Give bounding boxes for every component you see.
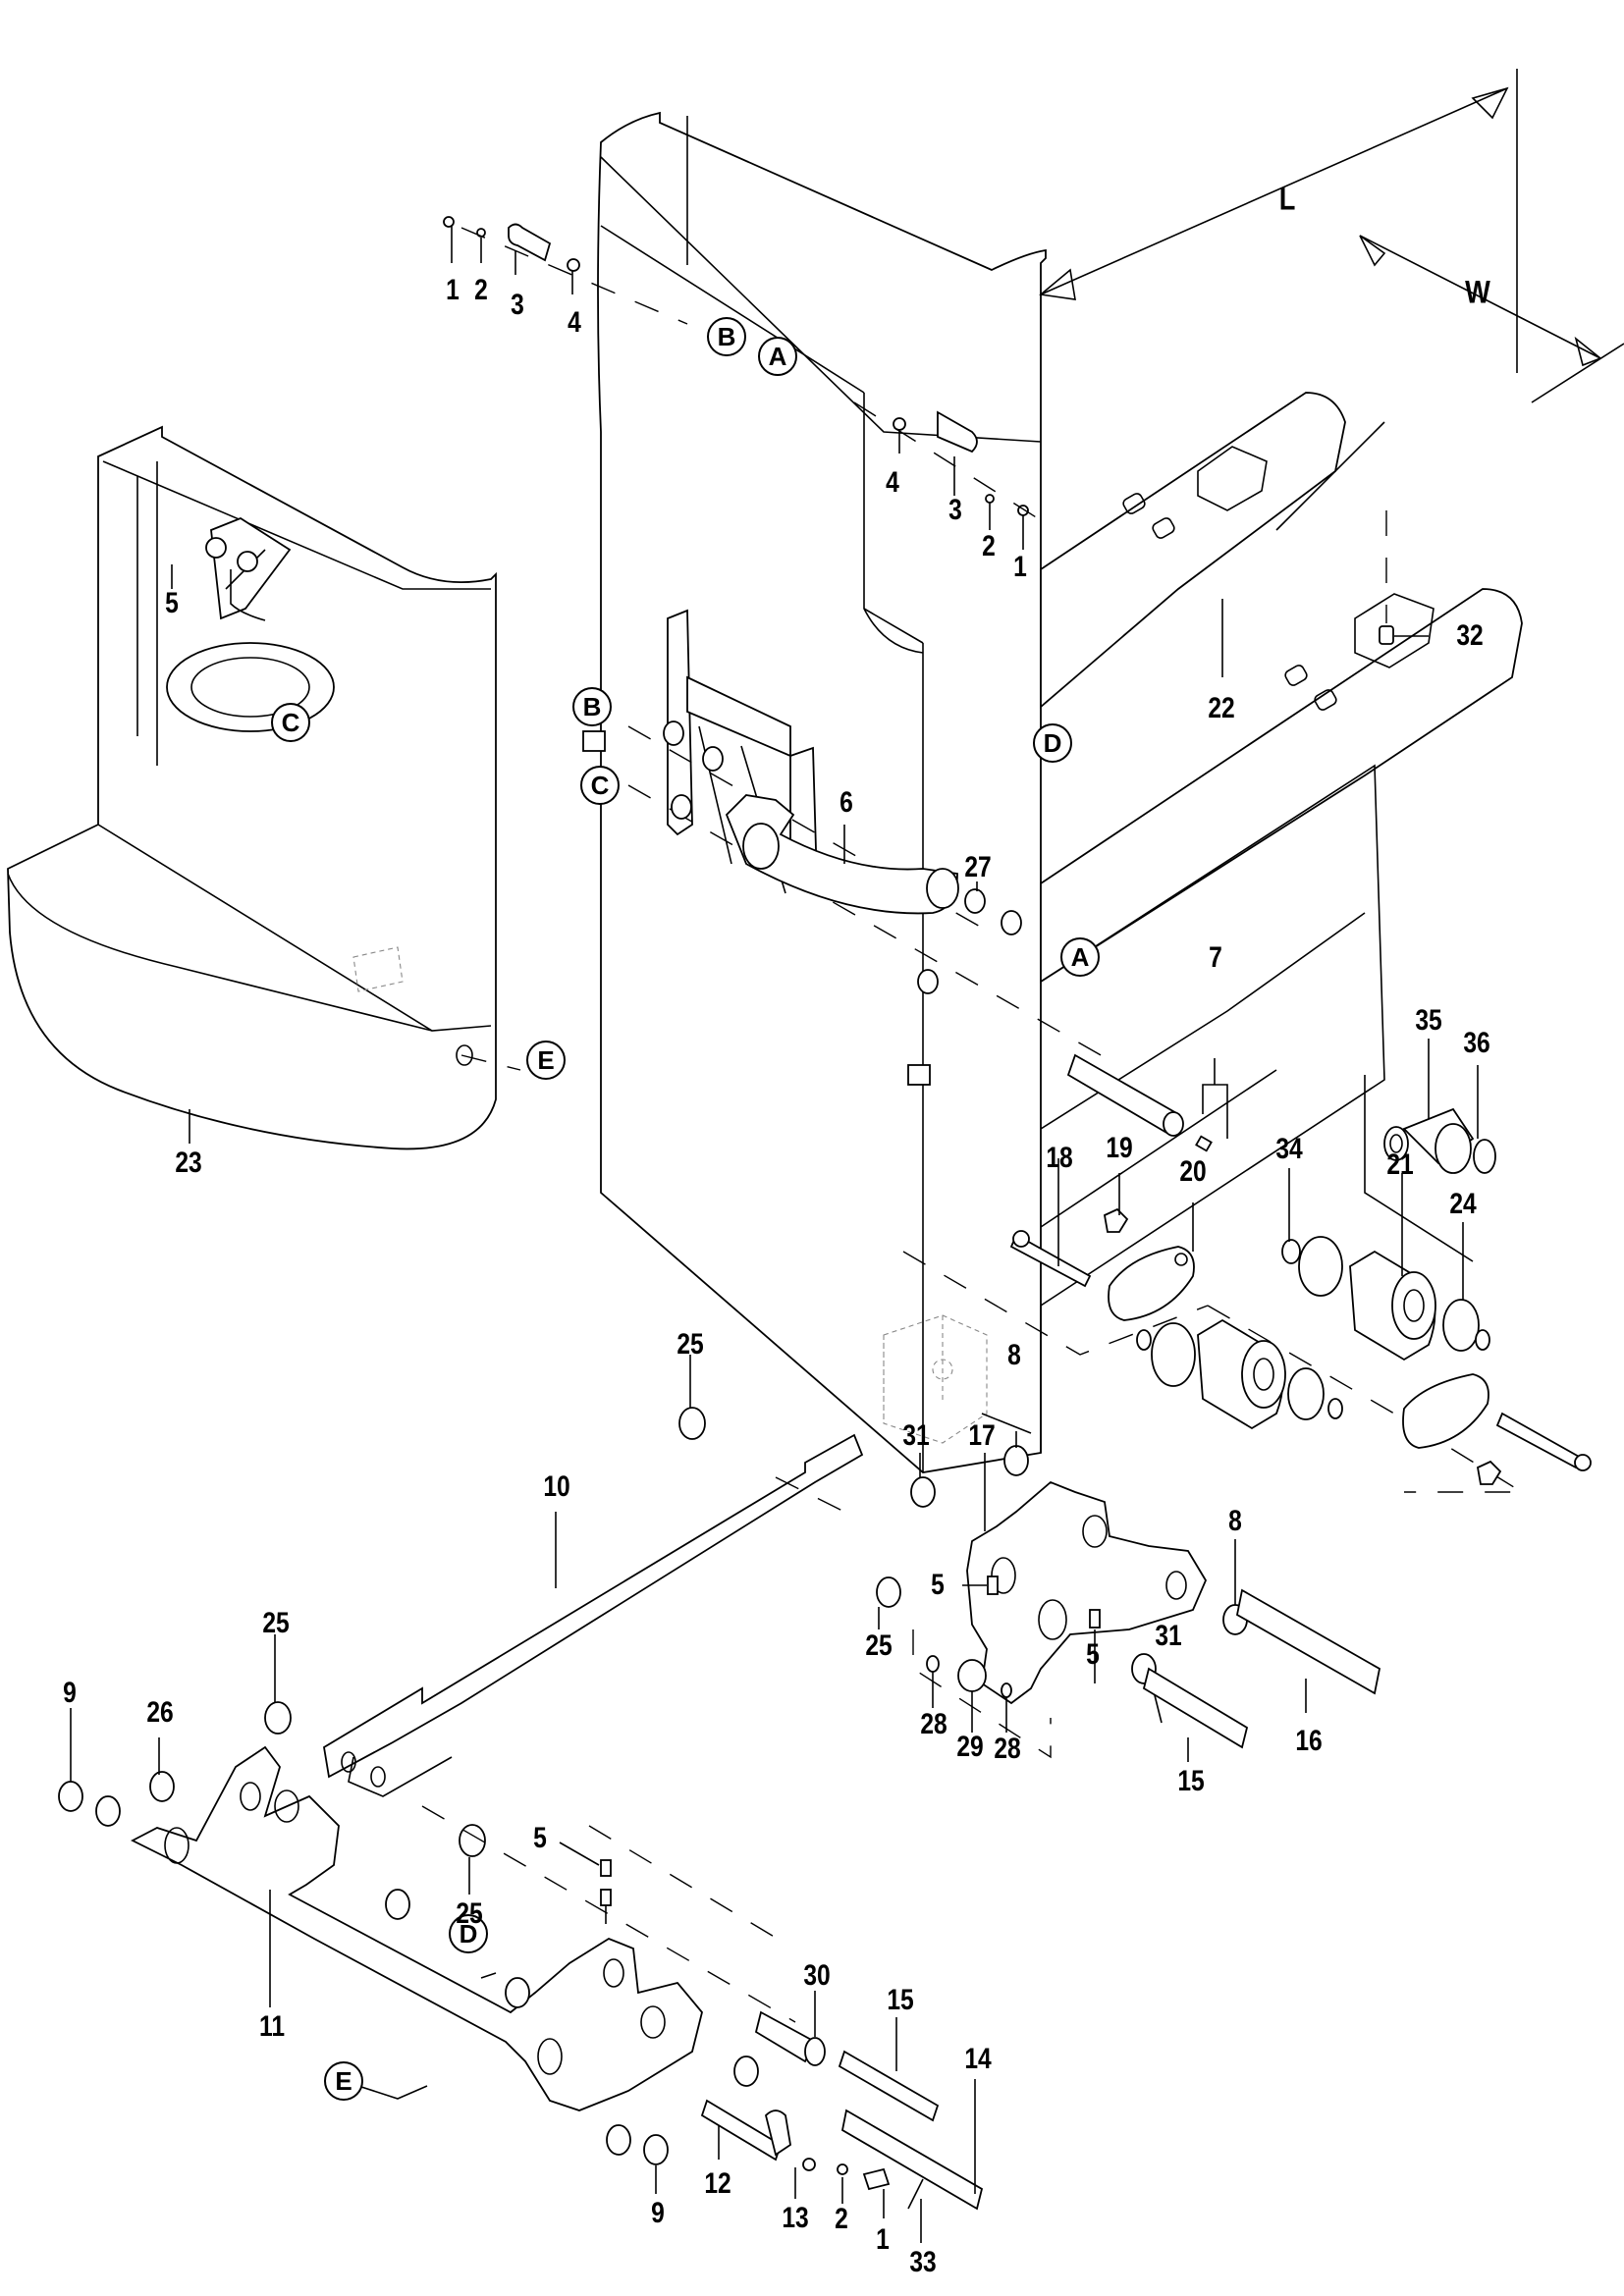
callout-23: 23 [175,1147,202,1179]
yoke-part-17 [876,1431,1381,1762]
callout-21: 21 [1386,1148,1414,1181]
callout-15: 15 [1177,1765,1205,1797]
ref-marker-b-top: B [707,317,746,356]
callout-10: 10 [543,1470,570,1503]
ref-marker-b-arm: B [572,687,612,726]
callout-4: 4 [568,306,581,339]
arm-part-6 [627,721,1228,1152]
ref-marker-c-arm: C [580,766,620,805]
callout-22: 22 [1208,692,1235,724]
lever-part-11 [58,1708,984,2243]
dimension-arrows [1039,69,1624,531]
callout-27: 27 [964,851,992,883]
ref-marker-c-chassis: C [271,703,310,742]
callout-2: 2 [982,530,996,562]
callout-5: 5 [931,1569,945,1601]
roller-assembly [902,1039,1592,1493]
callout-11: 11 [258,2010,286,2043]
callout-26: 26 [146,1696,174,1729]
ref-marker-d-lever: D [449,1914,488,1953]
callout-31: 31 [1155,1620,1182,1652]
callout-9: 9 [651,2197,665,2229]
callout-7: 7 [1209,941,1222,974]
callout-32: 32 [1456,619,1484,652]
callout-25: 25 [262,1607,290,1639]
callout-25: 25 [677,1328,704,1361]
ref-marker-e-chassis: E [526,1041,566,1080]
callout-1: 1 [1013,551,1027,583]
callout-8: 8 [1007,1339,1021,1371]
callout-5: 5 [1086,1638,1100,1671]
callout-8: 8 [1228,1505,1242,1537]
callout-2: 2 [835,2203,848,2235]
ref-marker-d-frame: D [1033,723,1072,763]
dimension-label-width: W [1465,274,1490,310]
callout-34: 34 [1275,1133,1303,1165]
callout-29: 29 [956,1731,984,1763]
callout-25: 25 [865,1629,893,1662]
callout-9: 9 [63,1677,77,1709]
callout-6: 6 [839,786,853,819]
callout-30: 30 [803,1959,831,1992]
pin-group-top-right [853,401,1042,550]
ref-marker-a-top: A [758,337,797,376]
callout-3: 3 [511,289,524,321]
callout-31: 31 [902,1419,930,1452]
callout-19: 19 [1106,1132,1133,1164]
callout-33: 33 [909,2246,937,2278]
callout-35: 35 [1415,1004,1442,1037]
callout-24: 24 [1449,1188,1477,1220]
ref-marker-a-arm: A [1060,937,1100,977]
chassis-part-23 [7,425,521,1150]
callout-18: 18 [1046,1142,1073,1174]
callout-28: 28 [994,1733,1021,1765]
callout-16: 16 [1295,1725,1323,1757]
callout-5: 5 [533,1822,547,1854]
callout-20: 20 [1179,1155,1207,1188]
callout-1: 1 [876,2223,890,2256]
dimension-label-length: L [1278,181,1296,217]
callout-5: 5 [165,587,179,619]
callout-14: 14 [964,2043,992,2075]
ref-marker-e-lever: E [324,2061,363,2101]
callout-12: 12 [704,2167,731,2200]
callout-15: 15 [887,1984,914,2016]
callout-2: 2 [474,274,488,306]
callout-1: 1 [446,274,460,306]
pin-group-top-left [443,216,688,325]
callout-13: 13 [782,2202,809,2234]
fork-frame-leaders [981,510,1429,1434]
push-rod-part-10 [264,1355,864,2023]
callout-3: 3 [948,494,962,526]
callout-17: 17 [968,1419,996,1452]
callout-28: 28 [920,1708,947,1740]
callout-25: 25 [456,1897,483,1930]
callout-36: 36 [1463,1027,1490,1059]
callout-4: 4 [886,466,899,499]
